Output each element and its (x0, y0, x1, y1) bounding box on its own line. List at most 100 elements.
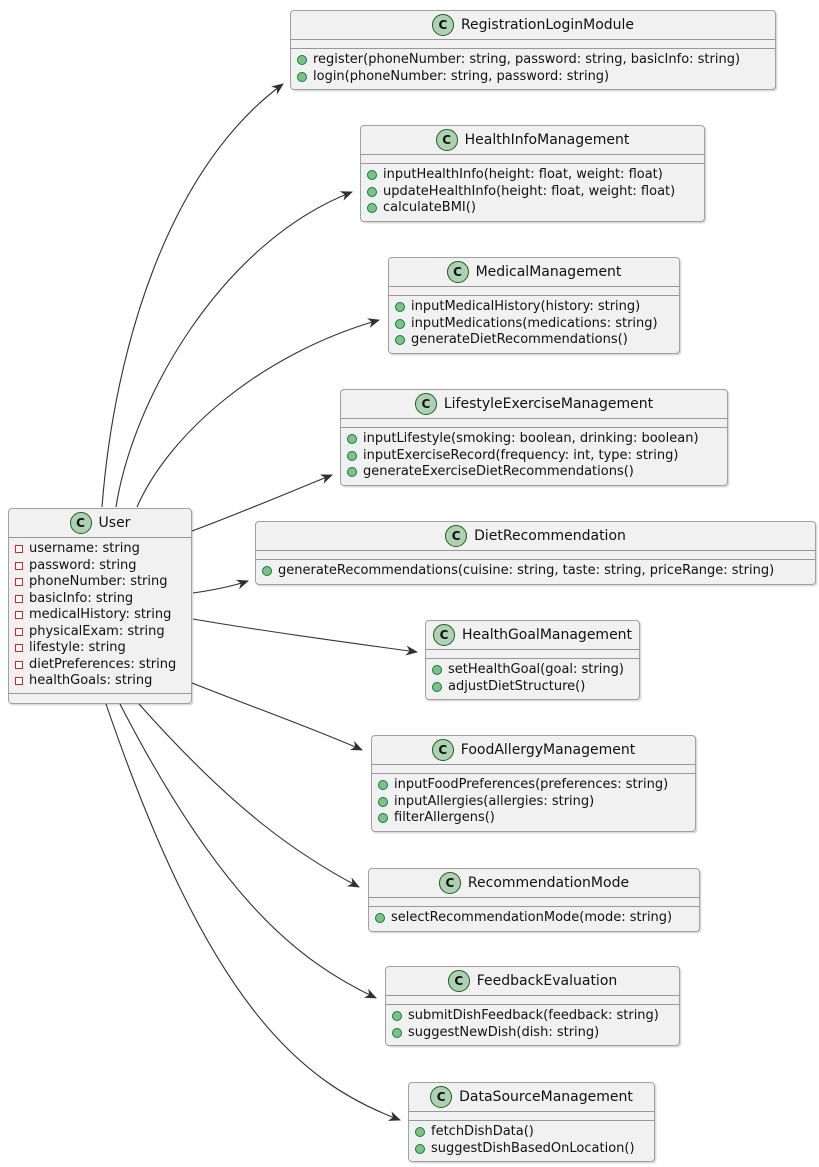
class-box-food-allergy-management: C FoodAllergyManagement inputFoodPrefere… (371, 735, 696, 832)
method-signature: inputMedications(medications: string) (411, 315, 658, 331)
class-name: DataSourceManagement (459, 1089, 633, 1105)
private-field-icon (15, 561, 23, 570)
class-name: HealthGoalManagement (461, 627, 633, 643)
methods-compartment: inputMedicalHistory(history: string)inpu… (389, 296, 679, 353)
method-row: inputMedications(medications: string) (395, 316, 673, 333)
class-icon: C (430, 1086, 453, 1108)
method-row: calculateBMI() (367, 200, 698, 217)
methods-compartment: inputLifestyle(smoking: boolean, drinkin… (341, 428, 727, 485)
method-signature: login(phoneNumber: string, password: str… (313, 68, 610, 84)
class-title: C RegistrationLoginModule (291, 11, 775, 40)
class-box-registration-login-module: C RegistrationLoginModule register(phone… (290, 10, 776, 90)
public-method-icon (378, 796, 388, 807)
attributes-compartment (409, 1112, 654, 1121)
public-method-icon (347, 450, 357, 461)
attributes-compartment (389, 287, 679, 296)
class-name: MedicalManagement (475, 264, 622, 280)
public-method-icon (262, 566, 272, 577)
public-method-icon (395, 302, 405, 313)
class-box-lifestyle-exercise-management: C LifestyleExerciseManagement inputLifes… (340, 389, 728, 486)
association-user-food-allergy-management (191, 682, 363, 751)
method-signature: inputExerciseRecord(frequency: int, type… (363, 447, 679, 463)
public-method-icon (415, 1127, 425, 1138)
attributes-compartment (291, 40, 775, 49)
association-user-recommendation-mode (138, 703, 360, 888)
class-title: C LifestyleExerciseManagement (341, 390, 727, 419)
attribute-signature: basicInfo: string (29, 590, 134, 606)
private-field-icon (15, 594, 23, 603)
method-signature: setHealthGoal(goal: string) (448, 662, 624, 677)
private-field-icon (15, 677, 23, 686)
attributes-compartment (426, 650, 639, 659)
attribute-signature: username: string (29, 541, 140, 556)
public-method-icon (367, 186, 377, 197)
association-user-health-goal-management (192, 618, 418, 656)
private-field-icon (15, 578, 23, 587)
method-signature: fetchDishData() (431, 1124, 534, 1139)
association-user-data-source-management (105, 703, 401, 1121)
attribute-row: phoneNumber: string (15, 574, 185, 591)
class-box-recommendation-mode: C RecommendationMode selectRecommendatio… (368, 868, 700, 932)
class-box-feedback-evaluation: C FeedbackEvaluation submitDishFeedback(… (385, 966, 680, 1046)
class-icon: C (432, 624, 455, 646)
public-method-icon (375, 913, 385, 924)
method-row: inputFoodPreferences(preferences: string… (378, 777, 689, 794)
association-user-registration-login-module (101, 83, 284, 508)
method-row: generateDietRecommendations() (395, 332, 673, 349)
private-field-icon (15, 627, 23, 636)
class-icon: C (445, 525, 468, 547)
attribute-signature: password: string (29, 557, 137, 573)
private-field-icon (15, 611, 23, 620)
attribute-row: username: string (15, 541, 185, 558)
method-signature: filterAllergens() (394, 810, 495, 825)
attribute-signature: medicalHistory: string (29, 607, 172, 622)
public-method-icon (367, 203, 377, 214)
public-method-icon (392, 1011, 402, 1022)
methods-compartment: generateRecommendations(cuisine: string,… (256, 560, 815, 584)
method-signature: generateRecommendations(cuisine: string,… (278, 563, 775, 578)
private-field-icon (15, 644, 23, 653)
method-row: adjustDietStructure() (432, 679, 633, 696)
methods-compartment: submitDishFeedback(feedback: string)sugg… (386, 1005, 679, 1045)
method-signature: adjustDietStructure() (448, 678, 586, 694)
method-signature: selectRecommendationMode(mode: string) (391, 910, 673, 925)
public-method-icon (367, 170, 377, 181)
private-field-icon (15, 545, 23, 554)
class-title: C User (9, 509, 191, 538)
attribute-row: physicalExam: string (15, 624, 185, 641)
methods-compartment: fetchDishData()suggestDishBasedOnLocatio… (409, 1121, 654, 1161)
public-method-icon (395, 335, 405, 346)
class-icon: C (69, 512, 92, 534)
method-row: inputLifestyle(smoking: boolean, drinkin… (347, 431, 721, 448)
method-row: setHealthGoal(goal: string) (432, 662, 633, 679)
class-icon: C (414, 393, 437, 415)
attribute-signature: physicalExam: string (29, 623, 165, 639)
class-title: C RecommendationMode (369, 869, 699, 898)
class-title: C MedicalManagement (389, 258, 679, 287)
public-method-icon (378, 813, 388, 824)
attribute-row: lifestyle: string (15, 640, 185, 657)
class-title: C FoodAllergyManagement (372, 736, 695, 765)
class-icon: C (431, 14, 454, 36)
method-signature: register(phoneNumber: string, password: … (313, 52, 741, 67)
class-name: HealthInfoManagement (464, 132, 630, 148)
method-row: suggestDishBasedOnLocation() (415, 1141, 648, 1158)
association-user-feedback-evaluation (119, 703, 377, 999)
attribute-signature: lifestyle: string (29, 640, 126, 655)
class-title: C FeedbackEvaluation (386, 967, 679, 996)
methods-compartment: register(phoneNumber: string, password: … (291, 49, 775, 89)
public-method-icon (347, 467, 357, 478)
methods-compartment: setHealthGoal(goal: string)adjustDietStr… (426, 659, 639, 699)
public-method-icon (432, 681, 442, 692)
class-icon: C (447, 970, 470, 992)
methods-compartment: inputHealthInfo(height: float, weight: f… (361, 164, 704, 221)
class-icon: C (435, 129, 458, 151)
method-row: inputMedicalHistory(history: string) (395, 299, 673, 316)
public-method-icon (297, 71, 307, 82)
method-signature: suggestDishBasedOnLocation() (431, 1140, 635, 1156)
class-name: RecommendationMode (467, 875, 630, 891)
association-user-medical-management (136, 318, 380, 508)
